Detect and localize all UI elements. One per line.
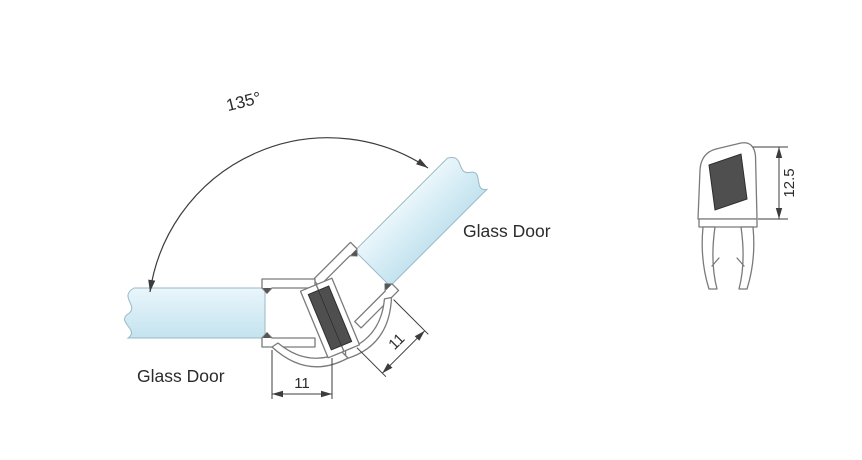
dim-arrow-left (272, 390, 283, 398)
section-leg-left (701, 226, 718, 290)
dim-label-11-angled: 11 (385, 330, 408, 353)
section-hook-left (711, 257, 720, 267)
main-view: 135° 11 11 Glass Door Glass Door (123, 88, 551, 399)
dim-arrow-upper (414, 330, 425, 341)
section-web (698, 218, 758, 228)
section-leg-right (738, 226, 755, 290)
seal-assembly-horizontal (123, 278, 349, 368)
extension-line (393, 299, 429, 335)
dimension-11-horizontal: 11 (271, 350, 333, 399)
dim-label-11-horizontal: 11 (294, 375, 310, 392)
section-view: 12.5 (697, 142, 798, 290)
angle-arc (149, 137, 429, 293)
dim-arrow-top (775, 147, 783, 158)
dim-arrow-right (321, 390, 332, 398)
extension-line (356, 347, 387, 378)
glass-door-label-left: Glass Door (137, 366, 225, 386)
section-magnet-block (708, 153, 748, 211)
angle-arrow-right (416, 158, 428, 168)
angle-arrow-left (148, 279, 156, 292)
section-hook-right (736, 257, 745, 267)
dim-label-12-5: 12.5 (781, 168, 798, 197)
glass-door-label-right: Glass Door (463, 221, 551, 241)
angle-label: 135° (224, 88, 263, 115)
dim-arrow-bottom (775, 208, 783, 219)
dimension-12-5: 12.5 (753, 146, 798, 220)
dim-arrow-lower (382, 363, 393, 374)
